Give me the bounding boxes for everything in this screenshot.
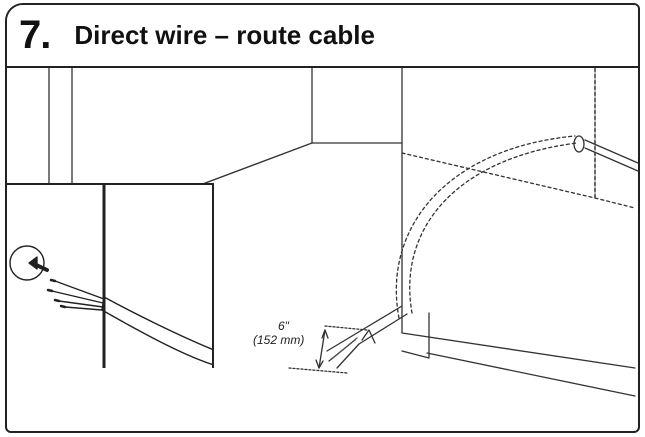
inset-wall-hole-icon bbox=[9, 245, 45, 281]
cable-icon bbox=[351, 305, 403, 337]
wall-hole-icon bbox=[573, 135, 585, 153]
inset-illustration bbox=[9, 185, 212, 368]
step-header: 7. Direct wire – route cable bbox=[7, 5, 638, 68]
detail-inset bbox=[7, 183, 214, 368]
instruction-panel: 7. Direct wire – route cable bbox=[5, 3, 640, 433]
inset-cable-icon bbox=[101, 309, 212, 366]
dimension-imperial-label: 6" bbox=[278, 319, 290, 333]
dimension-metric-label: (152 mm) bbox=[253, 333, 304, 347]
floor-front-edge bbox=[426, 352, 636, 397]
appliance-front-edge bbox=[401, 68, 636, 369]
dimension-arrow bbox=[318, 329, 326, 369]
dimension-line-bottom bbox=[288, 367, 348, 374]
step-number: 7. bbox=[19, 13, 51, 57]
dimension-line-top bbox=[324, 325, 368, 331]
cable-path-dashed bbox=[409, 142, 578, 314]
step-title: Direct wire – route cable bbox=[74, 20, 375, 50]
